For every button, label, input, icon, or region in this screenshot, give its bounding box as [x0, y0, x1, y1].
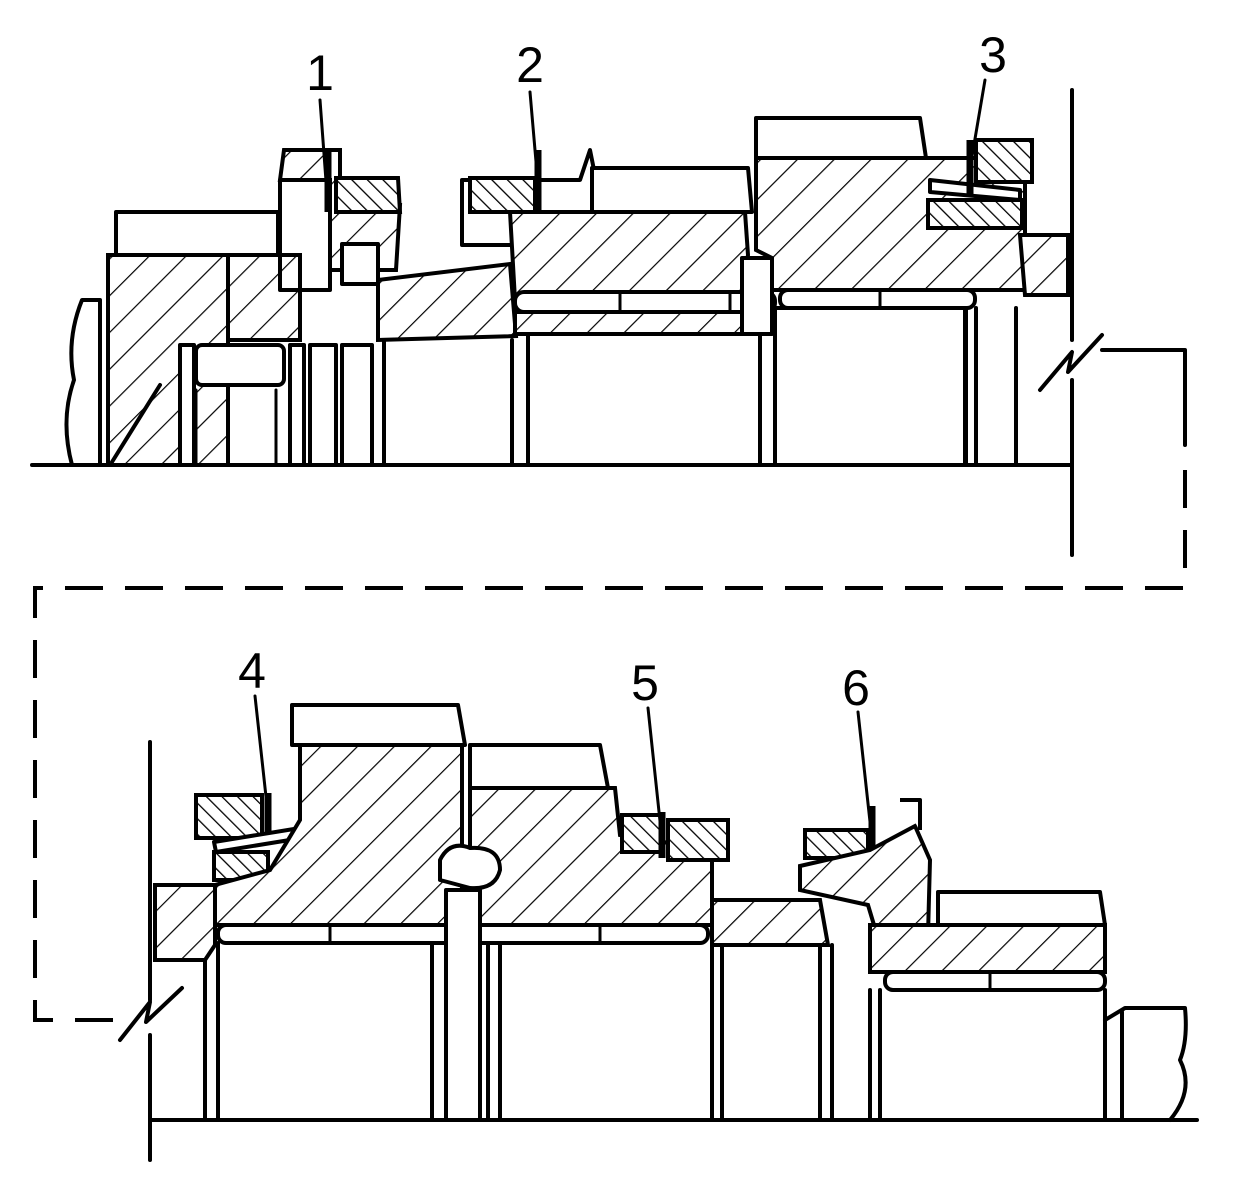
blocker-ring-3 — [974, 138, 1034, 184]
callout-5: 5 — [631, 655, 664, 842]
upper-center-gear-cone — [376, 261, 519, 343]
blocker-ring-1 — [334, 176, 403, 214]
blocker-ring-5 — [666, 818, 730, 862]
upper-shaft-section — [30, 88, 1187, 557]
leader-line-4 — [253, 694, 270, 817]
upper-middle-gear-body — [507, 210, 751, 302]
upper-left-gear-body — [106, 253, 230, 467]
callout-3: 3 — [966, 27, 1007, 182]
blocker-ring-2 — [468, 176, 537, 214]
leader-line-6 — [856, 710, 874, 842]
lower-break-symbol — [118, 986, 184, 1042]
callout-2: 2 — [516, 37, 544, 210]
callout-4: 4 — [238, 643, 270, 817]
continuation-dashed-line — [33, 470, 1187, 1022]
callout-label-1: 1 — [306, 45, 334, 101]
leader-line-5 — [646, 706, 664, 842]
upper-break-symbol — [1038, 333, 1104, 392]
callout-label-2: 2 — [516, 37, 544, 93]
lower-middle-gear-top — [468, 743, 610, 790]
upper-right-gear-top — [754, 116, 928, 160]
callout-label-5: 5 — [631, 655, 659, 711]
lower-right-gear-body — [868, 923, 1107, 974]
lower-left-gear-body — [213, 743, 464, 927]
upper-left-bearing-roller — [194, 343, 286, 387]
lower-right-end-cap — [1103, 1006, 1188, 1122]
callout-label-6: 6 — [842, 660, 870, 716]
callout-1: 1 — [306, 45, 334, 210]
leader-line-2 — [528, 90, 542, 210]
upper-left-gear-top — [114, 210, 280, 257]
lower-right-gear-top — [936, 890, 1107, 927]
leader-line-3 — [966, 78, 987, 182]
lower-shaft-section — [118, 703, 1199, 1162]
blocker-ring-5-left — [620, 813, 664, 854]
lower-center-pin — [444, 888, 482, 1122]
upper-needle-bearing-1 — [513, 290, 777, 314]
upper-needle-bearing-2 — [778, 288, 977, 310]
callout-label-4: 4 — [238, 643, 266, 699]
lower-needle-bearing-2 — [883, 970, 1107, 992]
upper-left-gear-hub — [226, 253, 302, 342]
lower-left-gear-top — [290, 703, 467, 747]
callout-6: 6 — [842, 660, 874, 842]
callout-label-3: 3 — [979, 27, 1007, 83]
upper-middle-gear-top — [590, 166, 754, 214]
blocker-ring-4 — [194, 793, 264, 840]
upper-left-end-cap — [64, 298, 102, 467]
leader-line-1 — [318, 98, 330, 210]
